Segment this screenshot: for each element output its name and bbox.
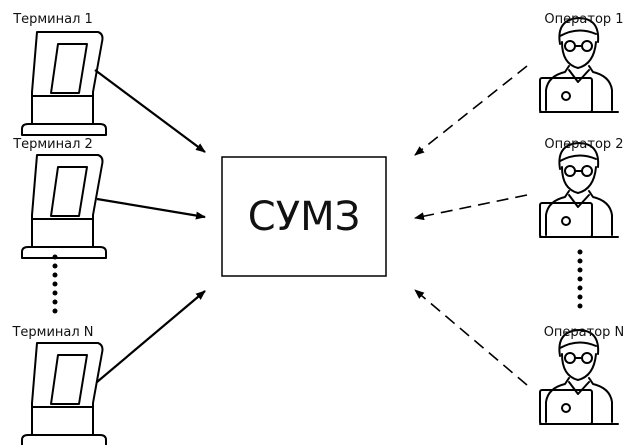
operator-n-icon [539, 329, 619, 425]
operator-2-label: Оператор 2 [544, 137, 624, 152]
terminal-2-kiosk-icon [21, 154, 107, 259]
terminal-n-label: Терминал N [12, 325, 94, 340]
terminal-n-kiosk-icon [21, 342, 107, 445]
arrow-terminal-n [96, 290, 206, 383]
arrow-operator-n [414, 289, 528, 386]
arrow-terminal-1 [94, 69, 206, 153]
terminal-2-label: Терминал 2 [13, 137, 93, 152]
arrow-operator-1 [414, 65, 528, 156]
operator-2-icon [539, 142, 619, 238]
arrow-operator-2 [414, 194, 528, 221]
terminal-ellipsis-dots [52, 254, 58, 314]
terminal-1-label: Терминал 1 [13, 12, 93, 27]
terminal-1-kiosk-icon [21, 31, 107, 136]
operator-1-icon [539, 17, 619, 113]
operator-n-label: Оператор N [543, 325, 625, 340]
sumz-label: СУМЗ [247, 193, 361, 240]
sumz-box [221, 156, 387, 277]
operator-ellipsis-dots [577, 249, 583, 309]
operator-1-label: Оператор 1 [544, 12, 624, 27]
arrow-terminal-2 [96, 197, 206, 220]
